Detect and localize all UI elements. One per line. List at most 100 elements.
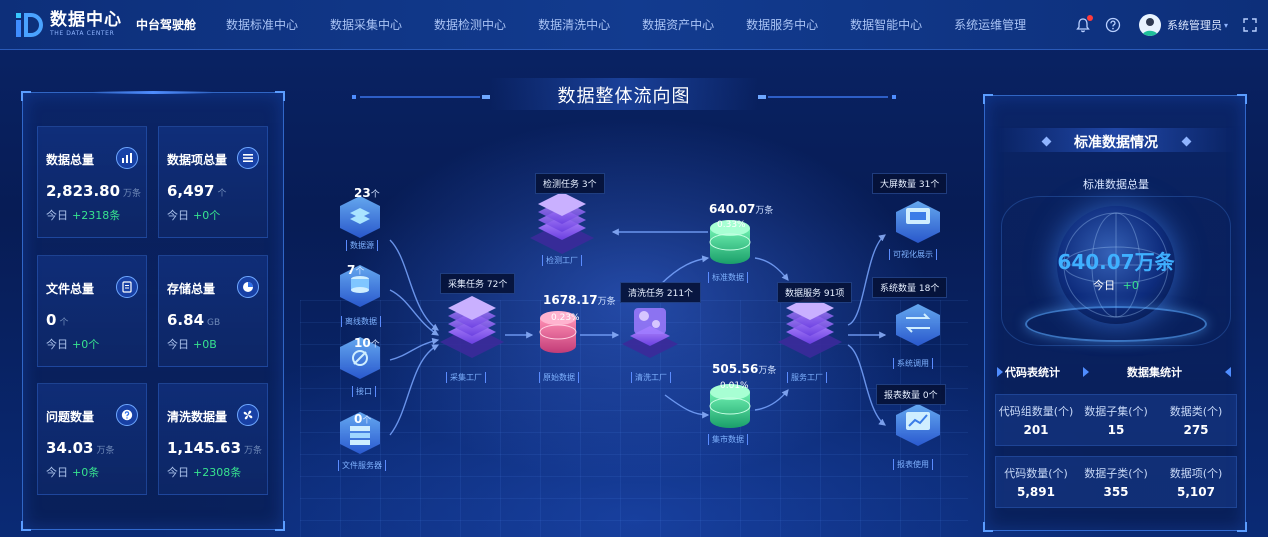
raw-data-label[interactable]: 原始数据 [539,372,579,383]
source-count-offline: 7个 [347,263,365,277]
globe-ring [1025,306,1207,342]
fan-icon [237,404,259,426]
source-node-datasource [340,196,380,238]
top-nav: 数据中心 THE DATA CENTER 中台驾驶舱 数据标准中心 数据采集中心… [0,0,1268,50]
right-standard-panel: 标准数据情况 标准数据总量 640.07万条 今日 +0 代码表统计 数据集统计… [983,94,1247,532]
nav-item-asset[interactable]: 数据资产中心 [642,18,715,32]
stat-grid-row-1: 代码组数量(个) 201 数据子集(个) 15 数据类(个) 275 [995,394,1237,446]
globe-platform [1001,196,1231,346]
stat-cell: 数据子类(个) 355 [1084,467,1148,499]
bell-icon[interactable] [1075,15,1093,33]
title-decoration-left [352,95,490,99]
chevron-down-icon: ▾ [1223,20,1228,30]
service-factory-label[interactable]: 服务工厂 [787,372,827,383]
stat-label: 问题数量 [46,410,95,424]
nav-item-collect[interactable]: 数据采集中心 [330,18,403,32]
source-label-datasource[interactable]: 数据源 [346,240,378,251]
fullscreen-icon[interactable] [1242,17,1258,33]
source-node-fileserver [340,412,380,454]
panel-corner [275,91,285,101]
standard-data-node [709,220,751,264]
stat-label: 清洗数据量 [167,410,228,424]
clean-factory-label[interactable]: 清洗工厂 [631,372,671,383]
nav-item-detect[interactable]: 数据检测中心 [434,18,507,32]
output-label-visual[interactable]: 可视化展示 [889,249,937,260]
notification-dot [1086,15,1093,21]
market-data-label[interactable]: 集市数据 [708,434,748,445]
source-count-fileserver: 0个 [354,412,372,426]
nav-right-tools: 系统管理员 ▾ [1061,0,1258,50]
collect-factory-node [440,296,504,358]
stat-today: 今日+0条 [46,466,100,479]
flow-title: 数据整体流向图 [557,86,691,107]
flow-diagram [340,192,940,454]
stat-cell: 数据子集(个) 15 [1084,405,1148,437]
source-label-offline[interactable]: 离线数据 [341,316,381,327]
logo-icon [14,10,44,40]
stat-cell: 数据项(个) 5,107 [1169,467,1223,499]
raw-data-value: 1678.17万条 [543,293,616,307]
panel-corner [1237,94,1247,104]
detect-factory-node [530,192,594,254]
user-menu[interactable]: 系统管理员 ▾ [1138,14,1228,36]
source-node-offline [340,265,380,307]
standard-data-label[interactable]: 标准数据 [708,272,748,283]
nav-item-intelligence[interactable]: 数据智能中心 [850,18,923,32]
flow-line [389,337,440,361]
stat-label: 存储总量 [167,282,216,296]
output-task-visual: 大屏数量 31个 [872,173,948,194]
main-nav: 中台驾驶舱 数据标准中心 数据采集中心 数据检测中心 数据清洗中心 数据资产中心… [126,0,1058,50]
nav-item-service[interactable]: 数据服务中心 [746,18,819,32]
panel-title: 标准数据情况 [1074,135,1158,151]
stat-today: 今日+2318条 [46,209,121,222]
stat-label: 数据总量 [46,153,95,167]
source-label-fileserver[interactable]: 文件服务器 [338,460,386,471]
logo-subtitle: THE DATA CENTER [50,30,115,37]
tab-code-table[interactable]: 代码表统计 [1005,366,1060,379]
service-factory-node [778,296,842,358]
nav-item-cockpit[interactable]: 中台驾驶舱 [136,18,197,32]
arrow-left-icon [1225,367,1231,377]
flow-line [389,289,439,336]
standard-total-value: 640.07万条 [1057,250,1175,274]
output-label-report[interactable]: 报表使用 [893,459,933,470]
logo[interactable]: 数据中心 THE DATA CENTER [14,10,126,40]
output-label-system[interactable]: 系统调用 [893,358,933,369]
collect-factory-label[interactable]: 采集工厂 [446,372,486,383]
detect-task-label: 检测任务 3个 [535,173,605,194]
service-task-label: 数据服务 91项 [777,282,853,303]
user-name: 系统管理员 [1166,19,1222,32]
clean-factory-node [622,308,678,358]
list-icon [237,147,259,169]
panel-subtitle: 标准数据总量 [1083,178,1149,191]
globe-icon [1057,206,1175,324]
output-node-system [896,304,940,346]
file-icon [116,276,138,298]
title-decoration-right [758,95,896,99]
nav-item-clean[interactable]: 数据清洗中心 [538,18,611,32]
flow-line [847,344,886,426]
nav-item-standard[interactable]: 数据标准中心 [226,18,299,32]
output-node-report [896,404,940,446]
standard-today: 今日 +0 [1093,279,1139,292]
detect-factory-label[interactable]: 检测工厂 [542,255,582,266]
stat-today: 今日+0个 [167,209,221,222]
nav-item-ops[interactable]: 系统运维管理 [954,18,1027,32]
source-label-api[interactable]: 接口 [352,386,376,397]
stat-label: 文件总量 [46,282,95,296]
help-icon[interactable] [1105,17,1121,33]
tab-dataset[interactable]: 数据集统计 [1127,366,1182,379]
source-count-datasource: 23个 [354,186,380,200]
raw-data-node [539,311,577,353]
center-title-bar [490,78,758,110]
stat-cell: 数据类(个) 275 [1169,405,1223,437]
